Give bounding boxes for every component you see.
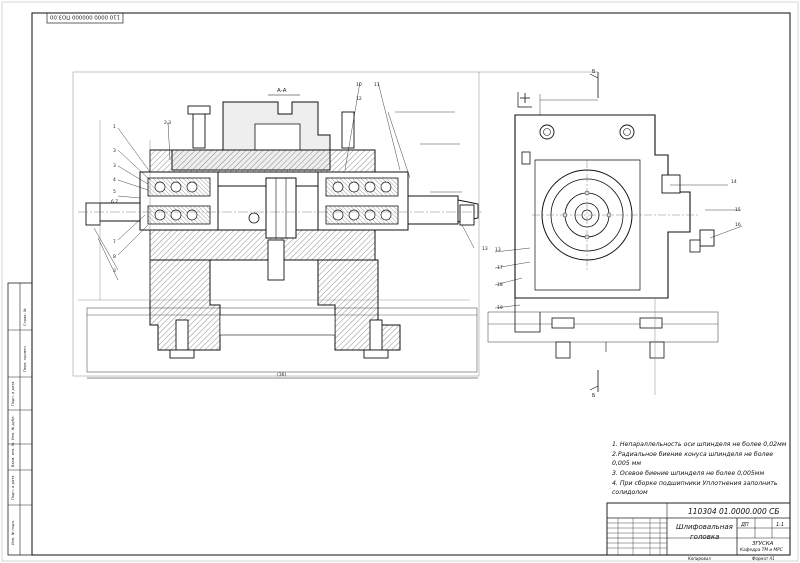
dimension-overall: (36) [277, 372, 286, 378]
crosshair-icon [517, 92, 532, 108]
callout-right-0: 13 [482, 246, 488, 252]
title-format: Формат A1 [752, 556, 775, 561]
title-scale: 1:1 [776, 522, 784, 528]
callout-right-2: 14 [731, 179, 737, 185]
view-title: А-А [277, 88, 287, 94]
note-line-4: 3. Осевое биение шпинделя не более 0,005… [612, 469, 764, 477]
callout-left-0: 1 [113, 124, 116, 130]
side-label-4: Подп. и дата [11, 382, 15, 406]
side-label-6: Перв. примен. [23, 345, 27, 372]
callout-left-4: 5 [113, 189, 116, 195]
title-stage: ДП [740, 522, 749, 528]
left-side-frame: Инв. № подл. Подп. и дата Взам. инв. № И… [7, 282, 33, 556]
callout-left-1: 3 [113, 148, 116, 154]
callout-left-5: 6,7 [111, 199, 118, 205]
note-line-6: солидолом [612, 489, 648, 496]
callout-top-1: 10 [356, 82, 362, 88]
note-line-5: 4. При сборке подшипники Уплотнения запо… [612, 479, 778, 487]
side-label-5: Справ. № [23, 308, 27, 326]
title-name-line1: Шлифовальная [676, 523, 733, 531]
right-callout-numbers: 13 13 14 15 16 17 18 19 [482, 179, 741, 311]
callout-right-6: 18 [497, 282, 503, 288]
section-view-a-a: А-А [72, 71, 598, 379]
left-leaders [93, 127, 151, 281]
corner-stamp: 110 0000 000000 ПОЗ.00 [46, 12, 124, 24]
left-callout-numbers: 1 3 3 4 5 6,7 7 8 3 [111, 124, 118, 274]
callout-right-7: 19 [497, 305, 503, 311]
title-designation: 110304 01.0000.000 СБ [688, 507, 780, 516]
title-org-line2: Кафедра ТМ и МРС [740, 547, 783, 553]
callout-top-0: 2,3 [164, 120, 171, 126]
top-callout-numbers: 2,3 10 11 12 [164, 82, 380, 126]
callout-right-4: 16 [735, 222, 741, 228]
corner-stamp-text: 110 0000 000000 ПОЗ.00 [49, 14, 120, 20]
cut-mark-top: Б [592, 69, 596, 75]
callout-left-8: 3 [113, 268, 116, 274]
title-copied: Копировал [688, 556, 711, 561]
side-label-0: Инв. № подл. [11, 520, 15, 545]
note-line-2: 2.Радиальное биение конуса шпинделя не б… [612, 450, 773, 458]
callout-top-2: 11 [374, 82, 380, 88]
side-label-1: Подп. и дата [11, 476, 15, 500]
callout-right-1: 13 [495, 247, 501, 253]
top-leaders [167, 81, 462, 193]
callout-left-2: 3 [113, 163, 116, 169]
title-org-line1: ЗГУСКА [752, 541, 774, 547]
side-label-2: Взам. инв. № [11, 442, 15, 467]
callout-top-3: 12 [356, 96, 362, 102]
technical-notes: 1. Непараллельность оси шпинделя не боле… [612, 440, 787, 496]
bearing-balls-left [154, 181, 198, 221]
callout-left-3: 4 [113, 177, 116, 183]
bearing-balls-right [332, 181, 392, 221]
right-leaders [461, 184, 743, 309]
side-label-3: Инв. № дубл. [11, 415, 15, 440]
note-line-1: 1. Непараллельность оси шпинделя не боле… [612, 440, 787, 448]
cut-mark-bottom: Б [592, 393, 596, 399]
callout-left-6: 7 [113, 239, 116, 245]
callout-left-7: 8 [113, 254, 116, 260]
title-block: 110304 01.0000.000 СБ Шлифовальная голов… [606, 502, 791, 561]
note-line-3: 0,005 мм [612, 460, 641, 467]
callout-right-3: 15 [735, 207, 741, 213]
title-name-line2: головка [690, 533, 719, 541]
side-view-b: Б Б [461, 69, 743, 399]
callout-right-5: 17 [497, 265, 503, 271]
